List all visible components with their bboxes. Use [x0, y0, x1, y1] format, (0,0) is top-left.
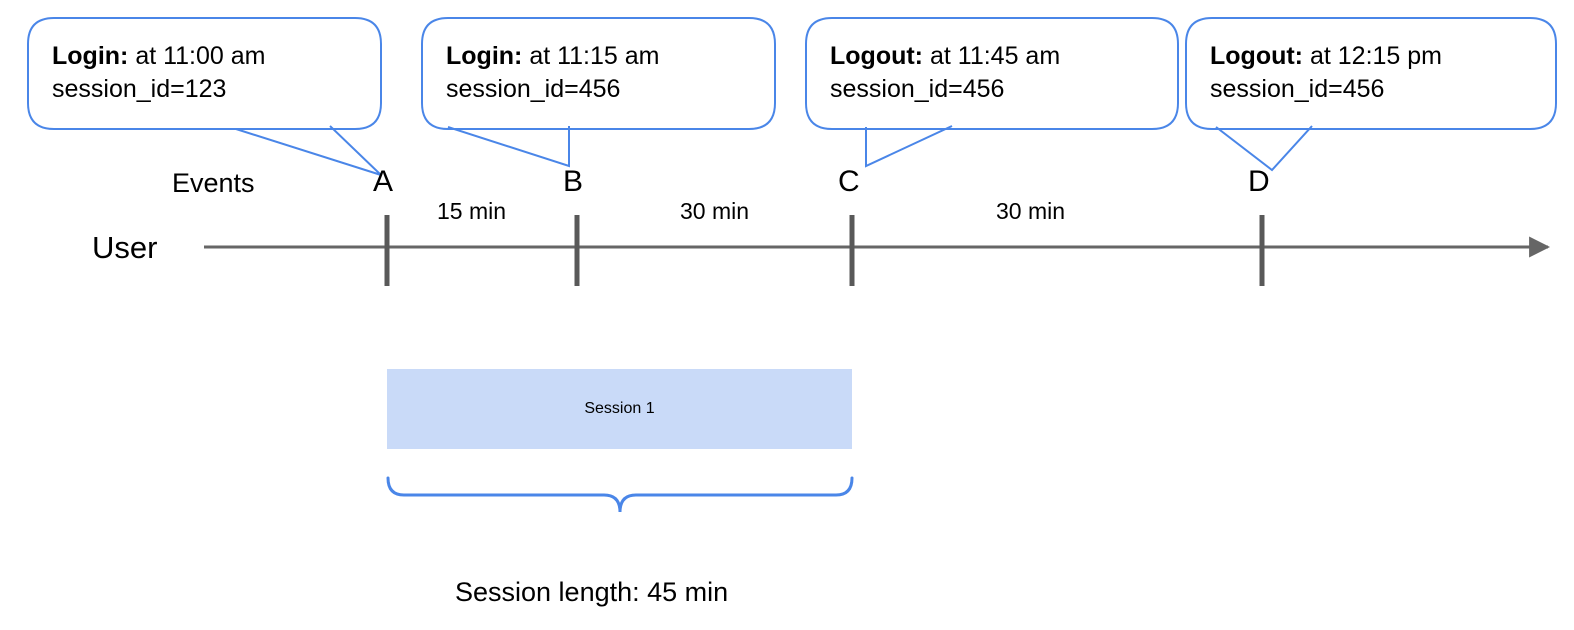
callout-d-bubble — [1185, 17, 1557, 130]
marker-label-c: C — [838, 165, 860, 198]
callout-b-event: Login: — [446, 42, 523, 70]
row-label-user: User — [92, 230, 158, 265]
session-bar: Session 1 — [387, 369, 852, 449]
callout-c-tail — [865, 125, 953, 168]
callout-c-event: Logout: — [830, 42, 924, 70]
callout-a-event: Login: — [52, 42, 129, 70]
callout-c-session: session_id=456 — [830, 75, 1005, 103]
callout-d-session: session_id=456 — [1210, 75, 1385, 103]
session-brace — [386, 476, 854, 513]
callout-d-tail — [1215, 125, 1313, 172]
callout-a-session: session_id=123 — [52, 75, 227, 103]
session-bar-label: Session 1 — [584, 400, 655, 417]
callout-a-text: Login: at 11:00 am session_id=123 — [52, 40, 266, 106]
callout-b-tail — [447, 126, 570, 168]
callout-b-session: session_id=456 — [446, 75, 621, 103]
callout-a-tail — [235, 125, 382, 176]
callout-c-text: Logout: at 11:45 am session_id=456 — [830, 40, 1060, 106]
callout-c-time: at 11:45 am — [929, 42, 1061, 70]
callout-a-bubble — [27, 17, 382, 130]
callout-d-text: Logout: at 12:15 pm session_id=456 — [1210, 40, 1442, 106]
session-length-caption: Session length: 45 min — [455, 577, 729, 607]
callout-a-time: at 11:00 am — [135, 42, 266, 70]
callout-d-time: at 12:15 pm — [1309, 42, 1442, 70]
interval-label-ab: 15 min — [437, 198, 507, 224]
callout-b-bubble — [421, 17, 776, 130]
callout-b-text: Login: at 11:15 am session_id=456 — [446, 40, 660, 106]
callout-b-time: at 11:15 am — [529, 42, 660, 70]
interval-label-cd: 30 min — [996, 198, 1066, 224]
callout-c-bubble — [805, 17, 1179, 130]
callout-d-event: Logout: — [1210, 42, 1304, 70]
marker-label-b: B — [563, 165, 584, 198]
row-label-events: Events — [172, 168, 255, 198]
marker-label-d: D — [1248, 165, 1270, 198]
interval-label-bc: 30 min — [680, 198, 750, 224]
marker-label-a: A — [373, 165, 394, 198]
